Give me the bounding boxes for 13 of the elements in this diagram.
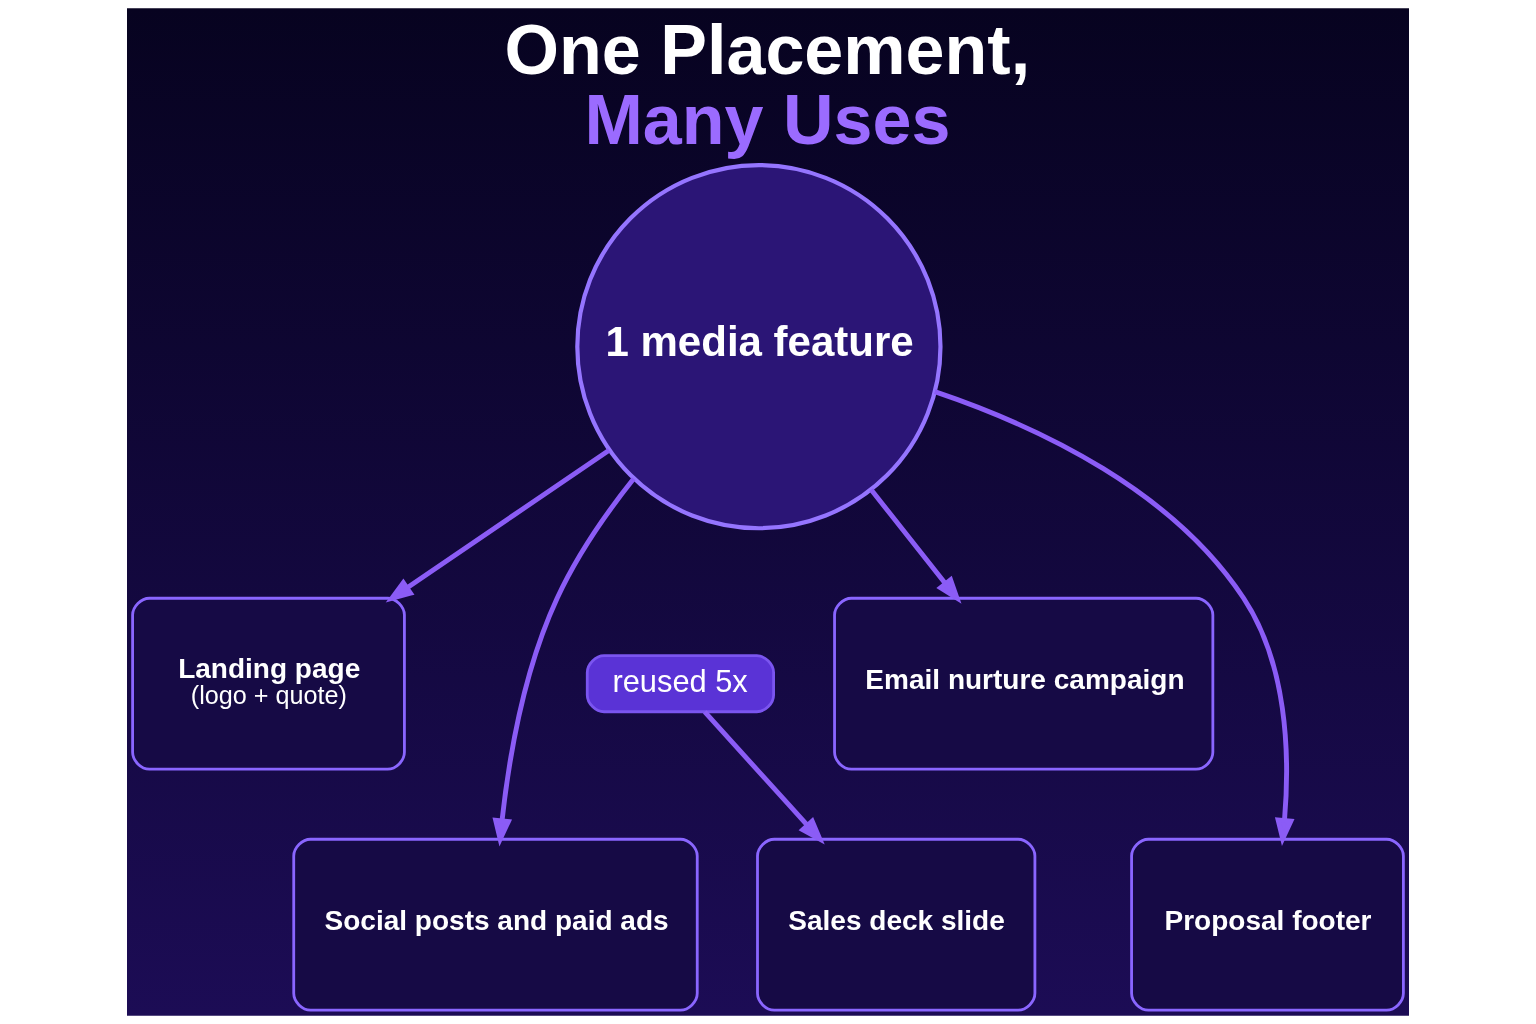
node-circle: 1 media feature xyxy=(575,163,943,531)
node-box: Proposal footer xyxy=(1130,837,1405,1012)
diagram-title: One Placement, Many Uses xyxy=(504,11,1031,160)
node-box: Email nurture campaign xyxy=(833,596,1215,771)
node-box: Landing page (logo + quote) xyxy=(131,596,406,771)
arrow xyxy=(492,477,636,847)
node-box: Sales deck slide xyxy=(756,837,1037,1012)
arrow xyxy=(702,710,825,845)
node-box: Social posts and paid ads xyxy=(292,837,699,1012)
arrow xyxy=(933,389,1295,847)
arrow xyxy=(385,448,611,603)
arrow xyxy=(869,488,962,604)
node-box: reused 5x xyxy=(585,654,775,714)
